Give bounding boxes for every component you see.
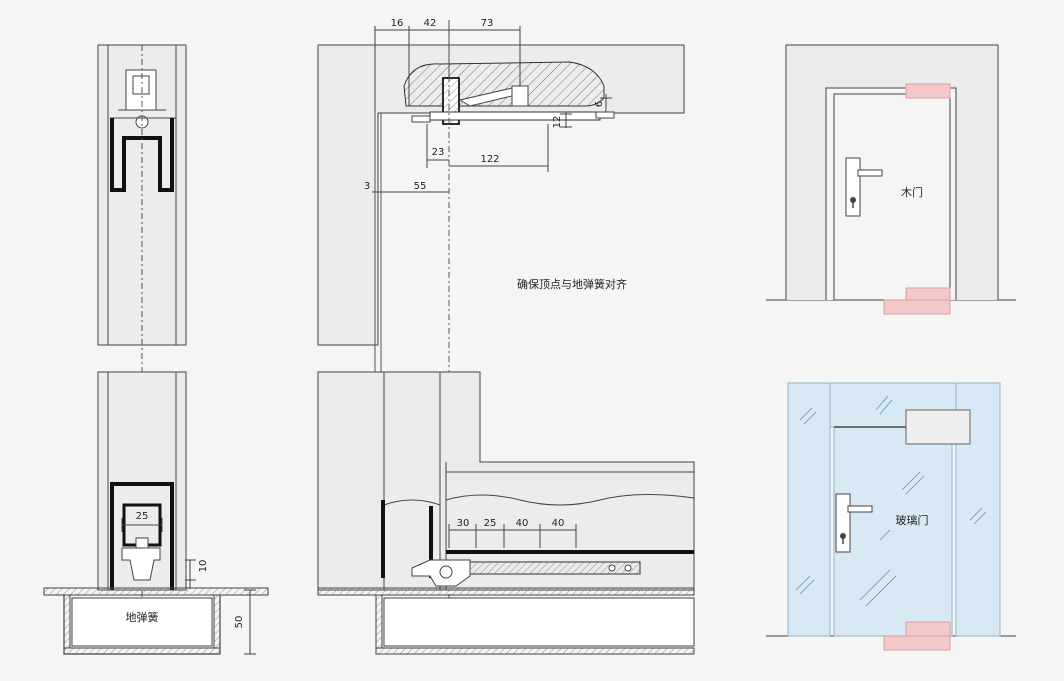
glass-handle bbox=[847, 505, 873, 513]
glass-door-label: 玻璃门 bbox=[896, 513, 929, 527]
top-pivot-recess bbox=[403, 61, 605, 107]
top-patch-fitting bbox=[905, 409, 971, 445]
glass-floor-spring-pink bbox=[883, 635, 951, 651]
dim-25: 25 bbox=[136, 511, 149, 522]
glass-door-elevation bbox=[766, 382, 1016, 651]
alignment-note: 确保顶点与地弹簧对齐 bbox=[517, 277, 627, 291]
dim-42: 42 bbox=[424, 18, 437, 29]
door-lock-plate bbox=[845, 157, 861, 217]
wooden-door-label: 木门 bbox=[901, 185, 923, 199]
floor-spring-shoe bbox=[121, 547, 161, 581]
dim-10: 10 bbox=[198, 560, 209, 573]
wooden-door-elevation bbox=[766, 44, 1016, 315]
glass-side-panel-left bbox=[787, 382, 831, 637]
glass-door-leaf bbox=[833, 426, 953, 637]
middle-plan-view bbox=[317, 20, 695, 655]
dim-73: 73 bbox=[481, 18, 494, 29]
door-handle bbox=[857, 169, 883, 177]
lower-frame bbox=[317, 371, 695, 591]
dim-40-second: 40 bbox=[552, 518, 565, 529]
dim-16: 16 bbox=[391, 18, 404, 29]
glass-lock-plate bbox=[835, 493, 851, 553]
top-strap bbox=[429, 111, 601, 121]
dim-30: 30 bbox=[457, 518, 470, 529]
glass-reflection-marks bbox=[795, 395, 987, 607]
dim-122: 122 bbox=[480, 154, 499, 165]
top-pivot-pink bbox=[905, 83, 951, 99]
floor-slab bbox=[43, 587, 269, 596]
floor-spring-box bbox=[71, 597, 213, 647]
dim-23: 23 bbox=[432, 147, 445, 158]
dim-55: 55 bbox=[414, 181, 427, 192]
floor-spring-label: 地弹簧 bbox=[126, 610, 159, 624]
dim-50: 50 bbox=[234, 616, 245, 629]
left-section-view bbox=[43, 44, 269, 655]
dim-3: 3 bbox=[364, 181, 370, 192]
dim-40-first: 40 bbox=[516, 518, 529, 529]
dim-25-bottom: 25 bbox=[484, 518, 497, 529]
dim-12: 12 bbox=[552, 116, 563, 129]
floor-spring-pink bbox=[883, 299, 951, 315]
dim-6: 6 bbox=[594, 101, 605, 107]
lower-door-profile bbox=[110, 482, 174, 590]
